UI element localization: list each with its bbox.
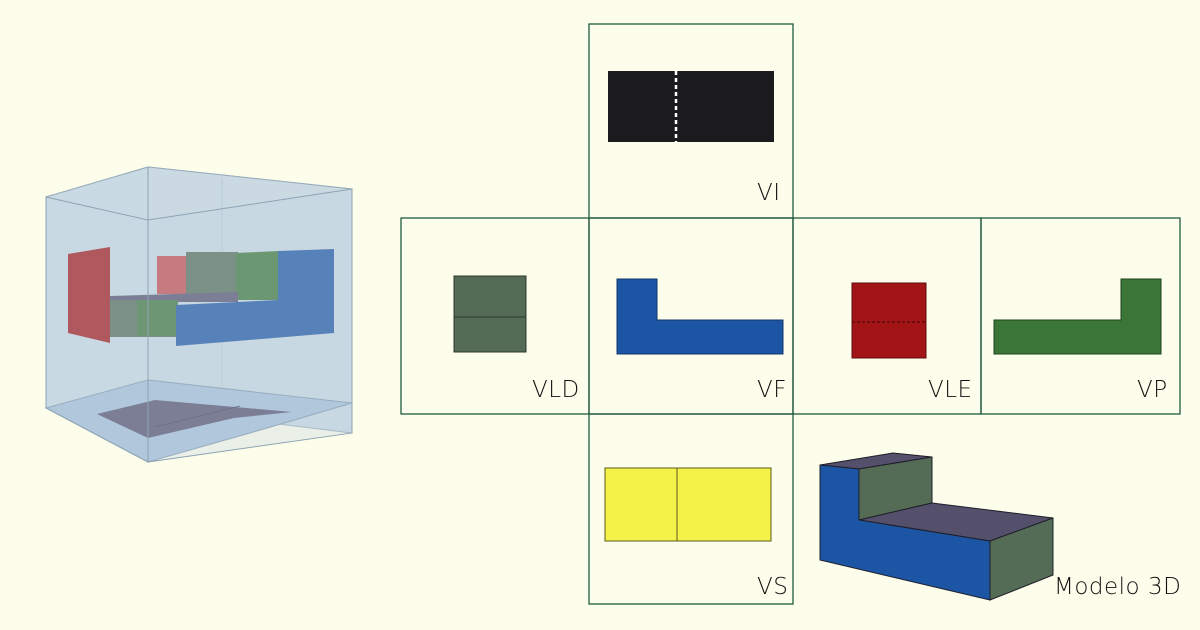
vp-label: VP — [1137, 377, 1168, 403]
vld-shape — [453, 275, 527, 353]
back-projection-green — [236, 251, 280, 300]
vs-label: VS — [757, 574, 789, 600]
glass-box-3d — [44, 166, 353, 463]
glass-box-right-wall — [147, 188, 353, 463]
back-projection-gray — [186, 252, 238, 300]
vs-panel — [588, 413, 794, 605]
model-front-face — [819, 464, 991, 601]
glass-box-front-wall — [45, 196, 149, 463]
vf-shape — [616, 278, 784, 355]
vs-shape — [604, 467, 772, 542]
vle-shape — [851, 282, 927, 359]
bottom-view-projection — [97, 400, 292, 438]
model-slab — [110, 292, 238, 302]
vle-label: VLE — [928, 377, 973, 403]
model-3d-label: Modelo 3D — [1054, 574, 1182, 600]
back-projection-red — [157, 256, 187, 294]
vp-shape — [993, 278, 1162, 355]
vi-label: VI — [757, 180, 781, 206]
front-projection — [176, 249, 334, 346]
model-slab-green — [137, 300, 178, 336]
vp-panel — [980, 217, 1181, 415]
left-side-projection — [68, 247, 110, 343]
unfolded-views — [400, 23, 1181, 605]
vf-label: VF — [757, 377, 787, 403]
model-3d — [819, 452, 1054, 601]
vi-shape — [608, 71, 774, 142]
vld-label: VLD — [532, 377, 580, 403]
